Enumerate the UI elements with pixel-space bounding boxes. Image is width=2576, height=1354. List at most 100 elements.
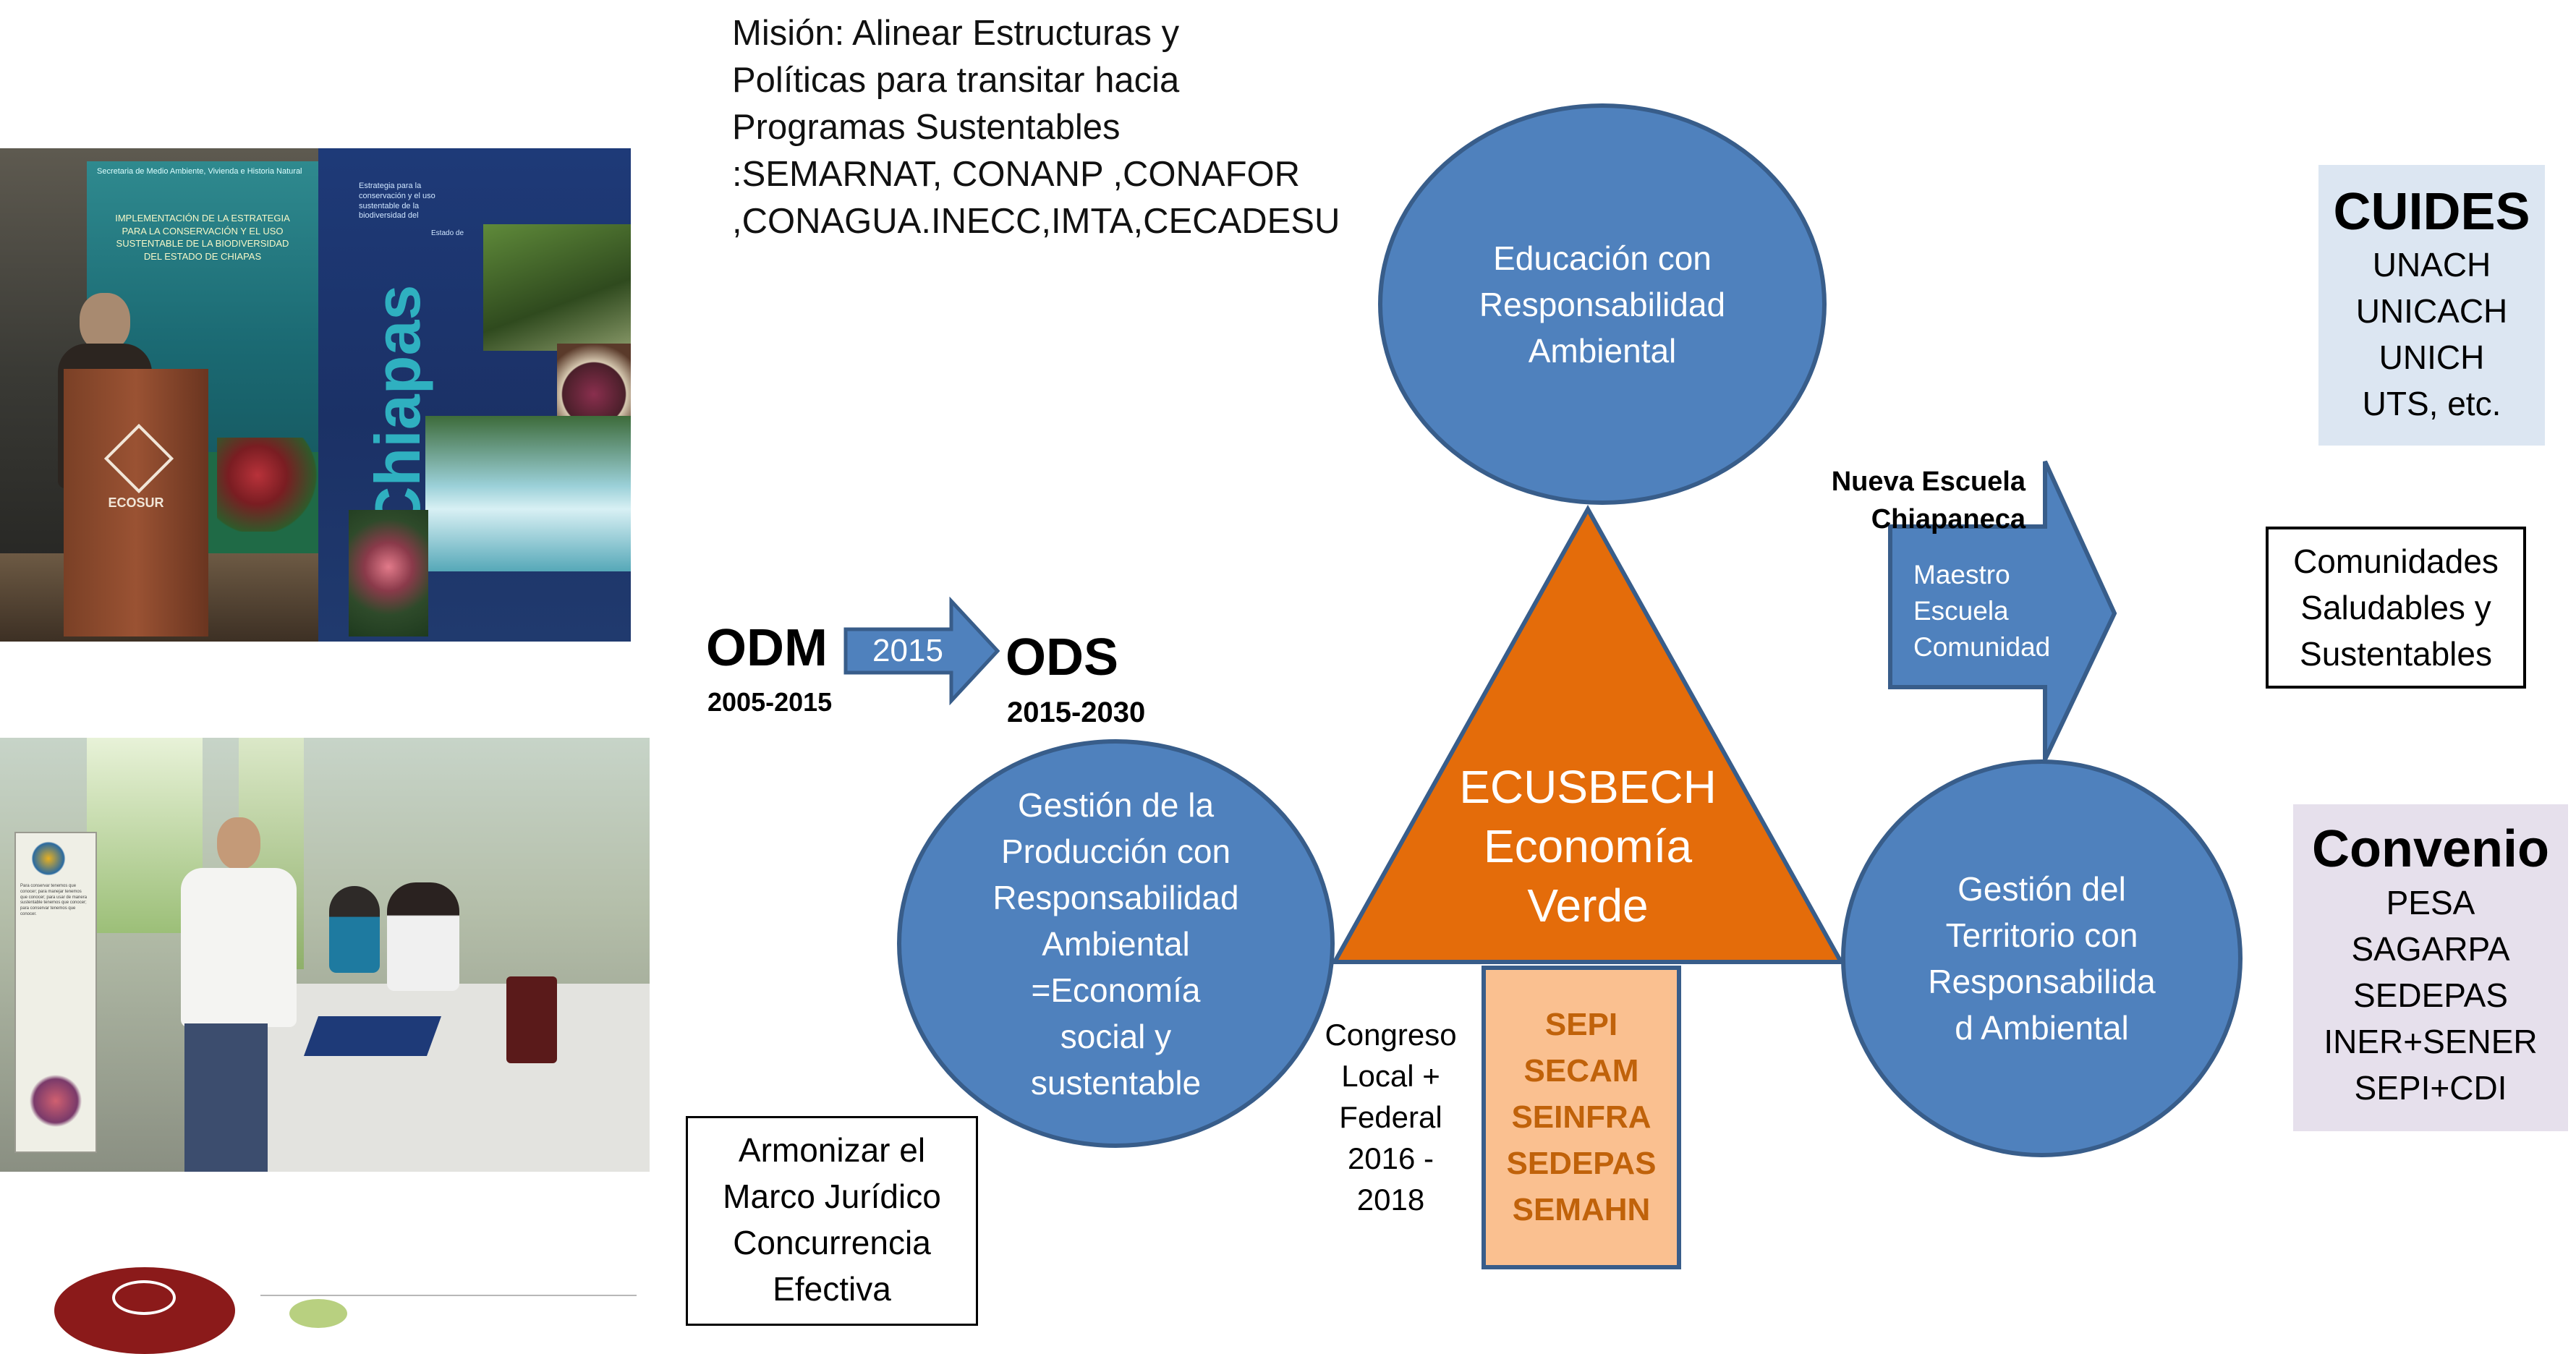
circle-territorio-line-4: d Ambiental [1955,1009,2129,1047]
arrow-maestro-line-3: Comunidad [1913,632,2051,662]
armonizar-line-3: Concurrencia [733,1224,931,1261]
circle-produccion-line-4: Ambiental [1042,924,1190,963]
banner-bird-icon [27,840,70,877]
congreso-line-4: 2016 - [1347,1141,1434,1175]
convenio-item-3: SEDEPAS [2353,976,2508,1014]
circle-educacion-line-3: Ambiental [1528,331,1677,370]
ods-years: 2015-2030 [1007,697,1146,728]
sep-box-line-5: SEMAHN [1512,1192,1651,1227]
speaker-head [80,293,130,351]
mision-line-3: Programas Sustentables [732,108,1121,147]
book-photo-waterfall [425,416,631,571]
cuides-item-3: UNICH [2379,338,2485,376]
mision-line-5: ,CONAGUA.INECC,IMTA,CECADESU [732,202,1340,241]
sep-box: SEPI SECAM SEINFRA SEDEPAS SEMAHN [1482,966,1681,1269]
circle-produccion-line-7: sustentable [1030,1063,1202,1102]
nueva-escuela-label: Nueva Escuela Chiapaneca [1794,463,2025,538]
comunidades-box: Comunidades Saludables y Sustentables [2266,527,2526,689]
circle-territorio-line-3: Responsabilida [1928,963,2156,1000]
circle-produccion-line-5: =Economía [1031,971,1201,1009]
ecusbech-triangle [1330,504,1845,964]
circle-produccion-line-2: Producción con [1000,832,1231,870]
armonizar-line-1: Armonizar el [738,1131,926,1169]
mision-line-4: :SEMARNAT, CONANP ,CONAFOR [732,155,1301,194]
banner-stand: Para conservar tenemos que conocer; para… [14,832,97,1153]
man-pants [184,1023,268,1172]
arrow-maestro-line-1: Maestro [1913,560,2010,589]
triangle-line-3: Verde [1527,880,1649,932]
odm-label: ODM [706,619,828,677]
book-title: Chiapas [362,284,433,532]
cuides-box: CUIDES UNACH UNICACH UNICH UTS, etc. [2318,165,2545,446]
convenio-item-4: INER+SENER [2324,1023,2538,1060]
podium-logo-text: ECOSUR [108,495,164,510]
mision-line-1: Misión: Alinear Estructuras y [732,14,1180,53]
armonizar-line-4: Efectiva [773,1270,891,1308]
triangle-line-1: ECUSBECH [1459,761,1717,813]
man-shirt [181,868,297,1027]
arrow-maestro-line-2: Escuela [1913,596,2009,626]
odm-years: 2005-2015 [707,687,833,717]
banner-flowers [23,1072,88,1130]
cuides-item-2: UNICACH [2355,292,2508,330]
circle-territorio-line-1: Gestión del [1957,870,2126,908]
book-subtitle: Estrategia para la conservación y el uso… [359,182,435,221]
book-cover: Estrategia para la conservación y el uso… [318,148,631,642]
podium: ECOSUR [64,369,208,636]
armonizar-box: Armonizar el Marco Jurídico Concurrencia… [686,1116,978,1326]
arrow-2015-label: 2015 [872,633,943,668]
book-photo-palm [483,224,631,351]
convenio-title: Convenio [2311,820,2549,878]
circle-educacion-line-2: Responsabilidad [1479,285,1726,323]
red-logo-icon [54,1267,235,1354]
circle-educacion-line-1: Educación con [1493,239,1712,277]
book-photo-flower [349,510,428,636]
photo-conference: Secretaria de Medio Ambiente, Vivienda e… [0,148,631,642]
sep-box-line-3: SEINFRA [1511,1099,1652,1135]
arrow-2015 [843,597,1000,705]
ods-label: ODS [1006,629,1119,686]
arrow-maestro [1888,460,2117,761]
green-logo-icon [260,1295,637,1328]
nueva-escuela-line-1: Nueva Escuela [1831,467,2025,497]
congreso-line-1: Congreso [1325,1018,1457,1052]
convenio-item-5: SEPI+CDI [2354,1069,2507,1107]
book-estado-label: Estado de [431,229,464,237]
arrow-maestro-text: Maestro Escuela Comunidad [1913,557,2050,665]
woman-2 [387,882,459,991]
congreso-line-5: 2018 [1356,1183,1425,1217]
mision-text: Misión: Alinear Estructuras y Políticas … [732,10,1340,245]
circle-gestion-produccion: Gestión de la Producción con Responsabil… [897,739,1335,1148]
slide-title: Secretaria de Medio Ambiente, Vivienda e… [97,167,302,176]
congreso-line-3: Federal [1339,1100,1442,1134]
convenio-item-1: PESA [2386,884,2475,921]
congreso-text: Congreso Local + Federal 2016 - 2018 [1309,1014,1472,1220]
sep-box-line-4: SEDEPAS [1506,1146,1657,1181]
triangle-line-2: Economía [1483,820,1693,872]
man-head [217,817,260,869]
convenio-box: Convenio PESA SAGARPA SEDEPAS INER+SENER… [2293,804,2568,1131]
flower-arrangement [217,438,318,532]
circle-produccion-line-3: Responsabilidad [992,878,1239,916]
congreso-line-2: Local + [1341,1059,1440,1093]
comunidades-line-3: Sustentables [2300,635,2492,673]
cuides-title: CUIDES [2333,183,2530,241]
comunidades-line-1: Comunidades [2293,542,2499,580]
banner-text: Para conservar tenemos que conocer; para… [20,884,88,916]
cuides-item-4: UTS, etc. [2362,385,2501,422]
slide-body: IMPLEMENTACIÓN DE LA ESTRATEGIA PARA LA … [115,213,290,262]
sep-box-line-2: SECAM [1523,1053,1639,1089]
comunidades-line-2: Saludables y [2300,589,2491,626]
convenio-item-2: SAGARPA [2351,930,2510,968]
podium-logo-icon [103,423,174,494]
circle-produccion-line-1: Gestión de la [1017,785,1215,824]
circle-produccion-line-6: social y [1060,1017,1172,1055]
chair [506,976,557,1063]
mision-line-2: Políticas para transitar hacia [732,61,1180,100]
book-on-table [303,1016,442,1056]
circle-territorio-line-2: Territorio con [1945,916,2138,954]
armonizar-line-2: Marco Jurídico [723,1178,941,1215]
photo-table-meeting: Para conservar tenemos que conocer; para… [0,738,650,1172]
nueva-escuela-line-2: Chiapaneca [1871,504,2025,535]
woman-1 [329,886,380,973]
